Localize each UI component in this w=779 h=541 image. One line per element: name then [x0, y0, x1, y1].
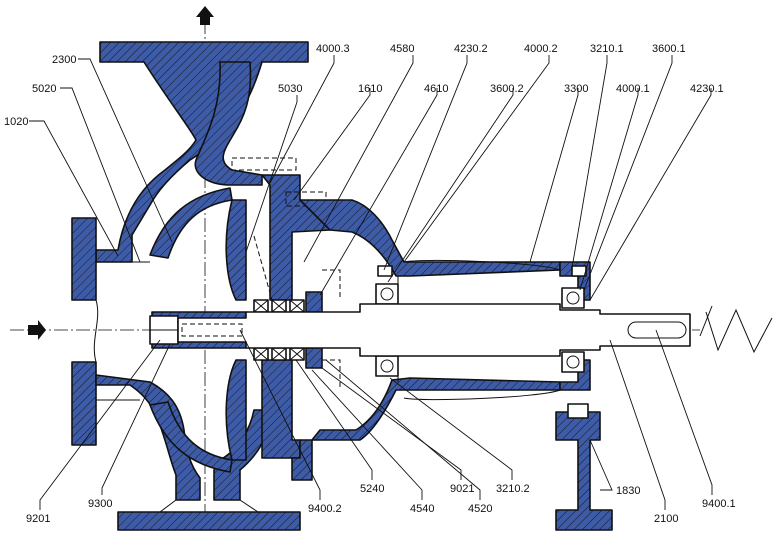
- label-9201: 9201: [26, 513, 50, 525]
- label-9300: 9300: [88, 498, 112, 510]
- shaft: [177, 303, 773, 357]
- label-1830: 1830: [616, 485, 640, 497]
- label-3600-1: 3600.1: [652, 43, 686, 55]
- label-9400-1: 9400.1: [702, 498, 736, 510]
- label-9021: 9021: [450, 483, 474, 495]
- label-4580: 4580: [390, 43, 414, 55]
- bearings: [375, 265, 587, 377]
- label-9400-2: 9400.2: [308, 503, 342, 515]
- label-2300: 2300: [52, 54, 76, 66]
- label-4610: 4610: [424, 83, 448, 95]
- label-4230-2: 4230.2: [454, 43, 488, 55]
- packing-rings: [253, 299, 305, 361]
- label-3210-1: 3210.1: [590, 43, 624, 55]
- label-1610: 1610: [358, 83, 382, 95]
- label-5030: 5030: [278, 83, 302, 95]
- label-3600-2: 3600.2: [490, 83, 524, 95]
- label-4000-1: 4000.1: [616, 83, 650, 95]
- center-lines: [10, 20, 700, 530]
- label-3300: 3300: [564, 83, 588, 95]
- label-4540: 4540: [410, 503, 434, 515]
- label-5020: 5020: [32, 83, 56, 95]
- outlet-flow-arrow-icon: [196, 6, 214, 25]
- part-labels: 1020 5020 2300 5030 4000.3 1610 4580 461…: [4, 43, 736, 525]
- label-4000-2: 4000.2: [524, 43, 558, 55]
- label-2100: 2100: [654, 513, 678, 525]
- label-4520: 4520: [468, 503, 492, 515]
- leader-lines: [29, 55, 713, 510]
- label-4000-3: 4000.3: [316, 43, 350, 55]
- label-3210-2: 3210.2: [496, 483, 530, 495]
- label-1020: 1020: [4, 116, 28, 128]
- label-4230-1: 4230.1: [690, 83, 724, 95]
- inlet-flow-arrow-icon: [28, 320, 46, 340]
- label-5240: 5240: [360, 483, 384, 495]
